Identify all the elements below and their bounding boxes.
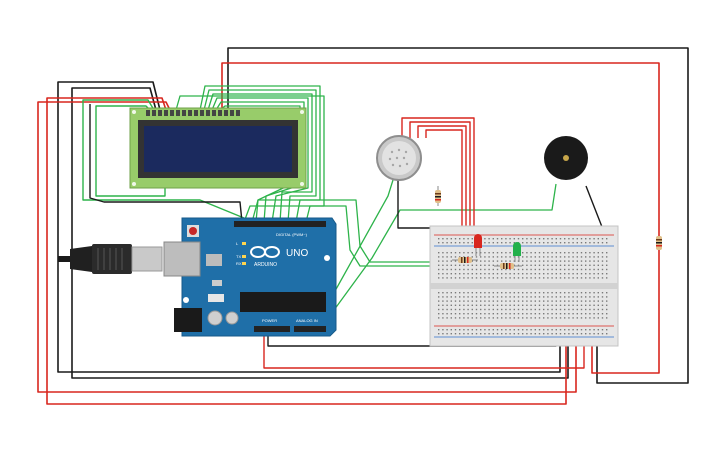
wire-black-left-1[interactable] <box>57 81 561 373</box>
arduino-uno[interactable]: UNO ARDUINO DIGITAL (PWM~) POWER ANALOG … <box>163 217 337 337</box>
arduino-brand: ARDUINO <box>254 262 277 268</box>
digital-header <box>234 221 326 227</box>
lcd-screen <box>144 126 292 172</box>
led-label-tx: TX <box>236 254 241 259</box>
breadboard-holes <box>438 238 608 335</box>
resistor-bb-2[interactable] <box>494 263 522 269</box>
wire-black-lcd-arduino[interactable] <box>89 104 243 223</box>
led-red[interactable] <box>474 234 482 256</box>
capacitor-1 <box>207 310 223 326</box>
arduino-model: UNO <box>286 248 308 259</box>
power-label: POWER <box>262 318 277 323</box>
analog-label: ANALOG IN <box>296 318 318 323</box>
arduino-logo-icon <box>250 246 280 258</box>
usb-plug-icon <box>58 244 163 274</box>
wire-red-left-1[interactable] <box>46 97 567 405</box>
lcd-display[interactable] <box>129 107 307 189</box>
led-label-l: L <box>236 241 239 246</box>
digital-label: DIGITAL (PWM~) <box>276 232 308 237</box>
wire-green-left-2[interactable] <box>82 99 245 219</box>
wire-black-buzzer[interactable] <box>585 185 605 233</box>
wire-black-outer[interactable] <box>227 47 689 384</box>
wire-red-power[interactable] <box>263 332 585 369</box>
wires-gas-sensor-red[interactable] <box>401 117 475 238</box>
led-label-rx: RX <box>236 261 242 266</box>
breadboard[interactable] <box>429 225 619 347</box>
wire-green-buzzer[interactable] <box>317 183 557 333</box>
analog-header <box>294 326 326 332</box>
gas-sensor-icon[interactable] <box>376 135 422 181</box>
resistor-gas[interactable] <box>435 186 441 206</box>
wire-red-outer[interactable] <box>221 62 660 374</box>
atmega-chip <box>240 292 326 312</box>
wire-black-left-2[interactable] <box>71 87 569 379</box>
resistor-right[interactable] <box>656 236 662 250</box>
resistor-bb-1[interactable] <box>452 257 478 263</box>
wire-red-left-2[interactable] <box>37 101 577 393</box>
power-jack <box>174 308 202 332</box>
power-header <box>254 326 290 332</box>
led-green[interactable] <box>513 242 521 262</box>
buzzer-icon[interactable] <box>544 136 588 180</box>
usb-jack <box>163 241 201 277</box>
wire-green-left-1[interactable] <box>95 105 166 197</box>
capacitor-2 <box>225 311 239 325</box>
lcd-pin-header <box>146 110 240 116</box>
